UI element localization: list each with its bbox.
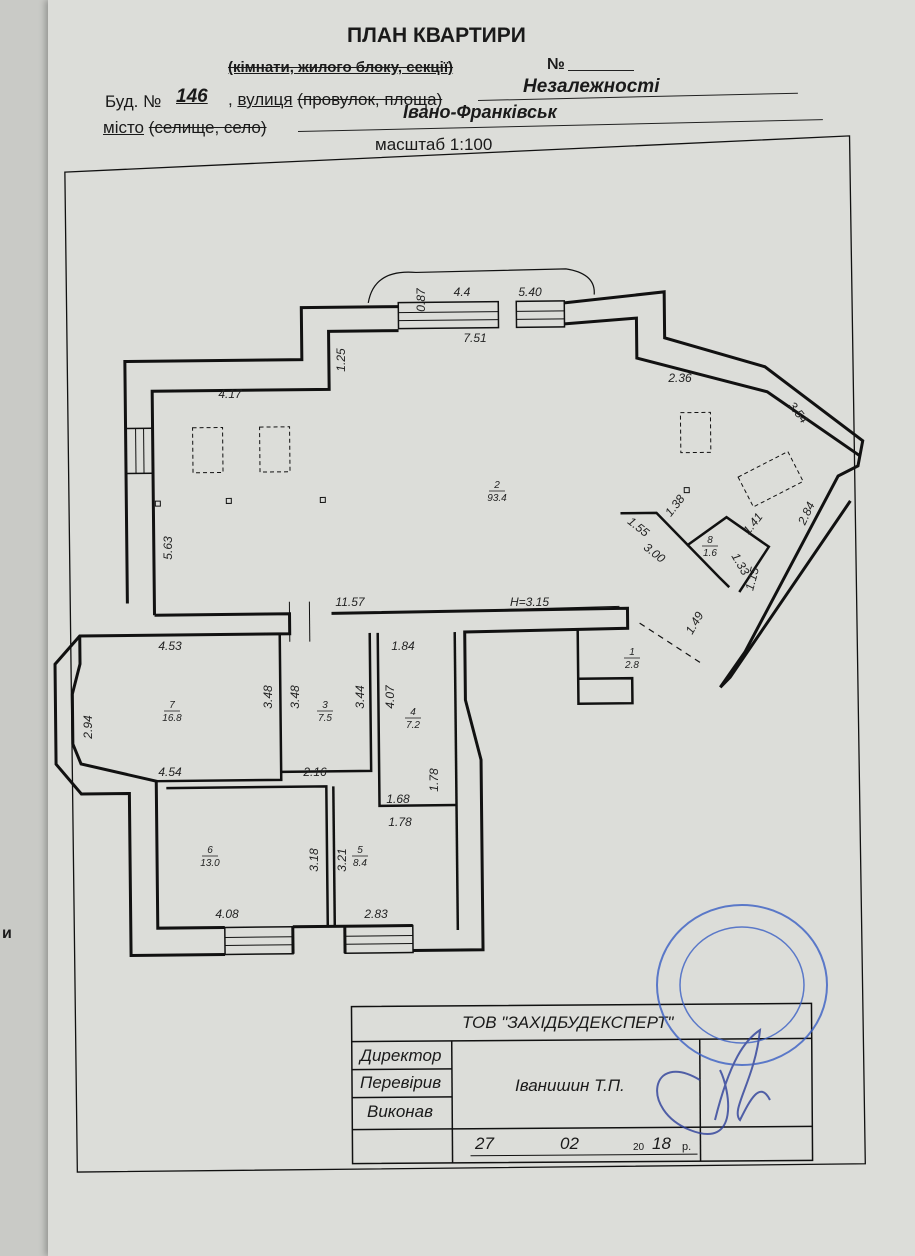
dimension-label: 1.25	[334, 348, 348, 372]
room-number: 3	[322, 700, 328, 711]
dimension-label: 2.16	[302, 765, 327, 779]
dimension-label: 4.4	[454, 285, 471, 299]
room-area: 8.4	[353, 858, 367, 869]
dimension-label: 7.51	[463, 331, 486, 345]
room-number: 4	[410, 707, 416, 718]
dimension-label: 1.78	[388, 815, 412, 829]
room-number: 8	[707, 535, 713, 546]
dimension-label: 4.53	[158, 639, 182, 653]
dimension-label: 2.94	[81, 715, 95, 740]
date-year-suffix: р.	[682, 1141, 692, 1153]
room-area: 1.6	[703, 548, 717, 559]
dimension-label: 1.84	[391, 639, 415, 653]
dimension-label: 5.40	[518, 285, 542, 299]
number-label: №	[547, 56, 565, 73]
room-number: 1	[629, 647, 635, 658]
street-struck: (провулок, площа)	[297, 90, 443, 109]
dimension-label: 3.18	[307, 848, 321, 872]
adjacent-page: и	[0, 0, 48, 1256]
dimension-label: 4.17	[218, 387, 243, 401]
city-value: Івано-Франківськ	[403, 102, 557, 122]
dimension-label: 11.57	[335, 595, 365, 609]
room-number: 6	[207, 845, 213, 856]
dimension-label: 2.36	[667, 371, 692, 385]
date-year: 18	[652, 1134, 671, 1153]
date-year-prefix: 20	[633, 1142, 645, 1153]
dimension-label: 3.21	[335, 848, 349, 871]
room-area: 13.0	[200, 858, 220, 869]
dimension-label: 3.44	[353, 685, 367, 709]
dimension-label: 0.87	[414, 287, 428, 312]
building-number: 146	[176, 86, 208, 107]
company-name: ТОВ "ЗАХІДБУДЕКСПЕРТ"	[462, 1013, 674, 1032]
dimension-label: 3.48	[261, 685, 275, 709]
dimension-label: 4.08	[215, 907, 239, 921]
room-area: 93.4	[487, 493, 507, 504]
room-number: 5	[357, 845, 363, 856]
scale-label: масштаб 1:100	[375, 135, 493, 154]
performed-label: Виконав	[367, 1102, 433, 1121]
street-value: Незалежності	[523, 76, 660, 97]
room-area: 7.5	[318, 713, 332, 724]
dimension-label: 5.63	[161, 536, 175, 560]
room-area: 7.2	[406, 720, 420, 731]
room-number: 2	[493, 480, 500, 491]
ceiling-height-label: H=3.15	[510, 595, 549, 609]
dimension-label: 3.48	[288, 685, 302, 709]
checked-label: Перевірив	[360, 1073, 442, 1092]
city-struck: (селище, село)	[148, 118, 267, 137]
dimension-label: 2.83	[363, 907, 388, 921]
document-title: ПЛАН КВАРТИРИ	[347, 24, 526, 47]
page-edge-letter: и	[2, 925, 12, 942]
dimension-label: 1.68	[386, 792, 410, 806]
dimension-label: 1.15	[742, 566, 762, 592]
building-label: Буд. №	[105, 92, 162, 111]
city-label: місто	[103, 118, 145, 137]
street-label: вулиця	[237, 90, 293, 109]
room-area: 2.8	[624, 660, 639, 671]
drawing-frame	[64, 135, 866, 1173]
dimension-label: 4.07	[383, 684, 397, 709]
room-number: 7	[169, 700, 175, 711]
document-subtitle: (кімнати, жилого блоку, секції)	[228, 59, 454, 76]
dimension-label: 1.78	[427, 768, 441, 792]
director-label: Директор	[360, 1046, 442, 1065]
date-month: 02	[560, 1134, 579, 1153]
room-area: 16.8	[162, 713, 182, 724]
engineer-name: Іванишин Т.П.	[515, 1076, 625, 1095]
document-page	[48, 0, 915, 1256]
dimension-label: 4.54	[158, 765, 182, 779]
date-day: 27	[475, 1134, 494, 1153]
